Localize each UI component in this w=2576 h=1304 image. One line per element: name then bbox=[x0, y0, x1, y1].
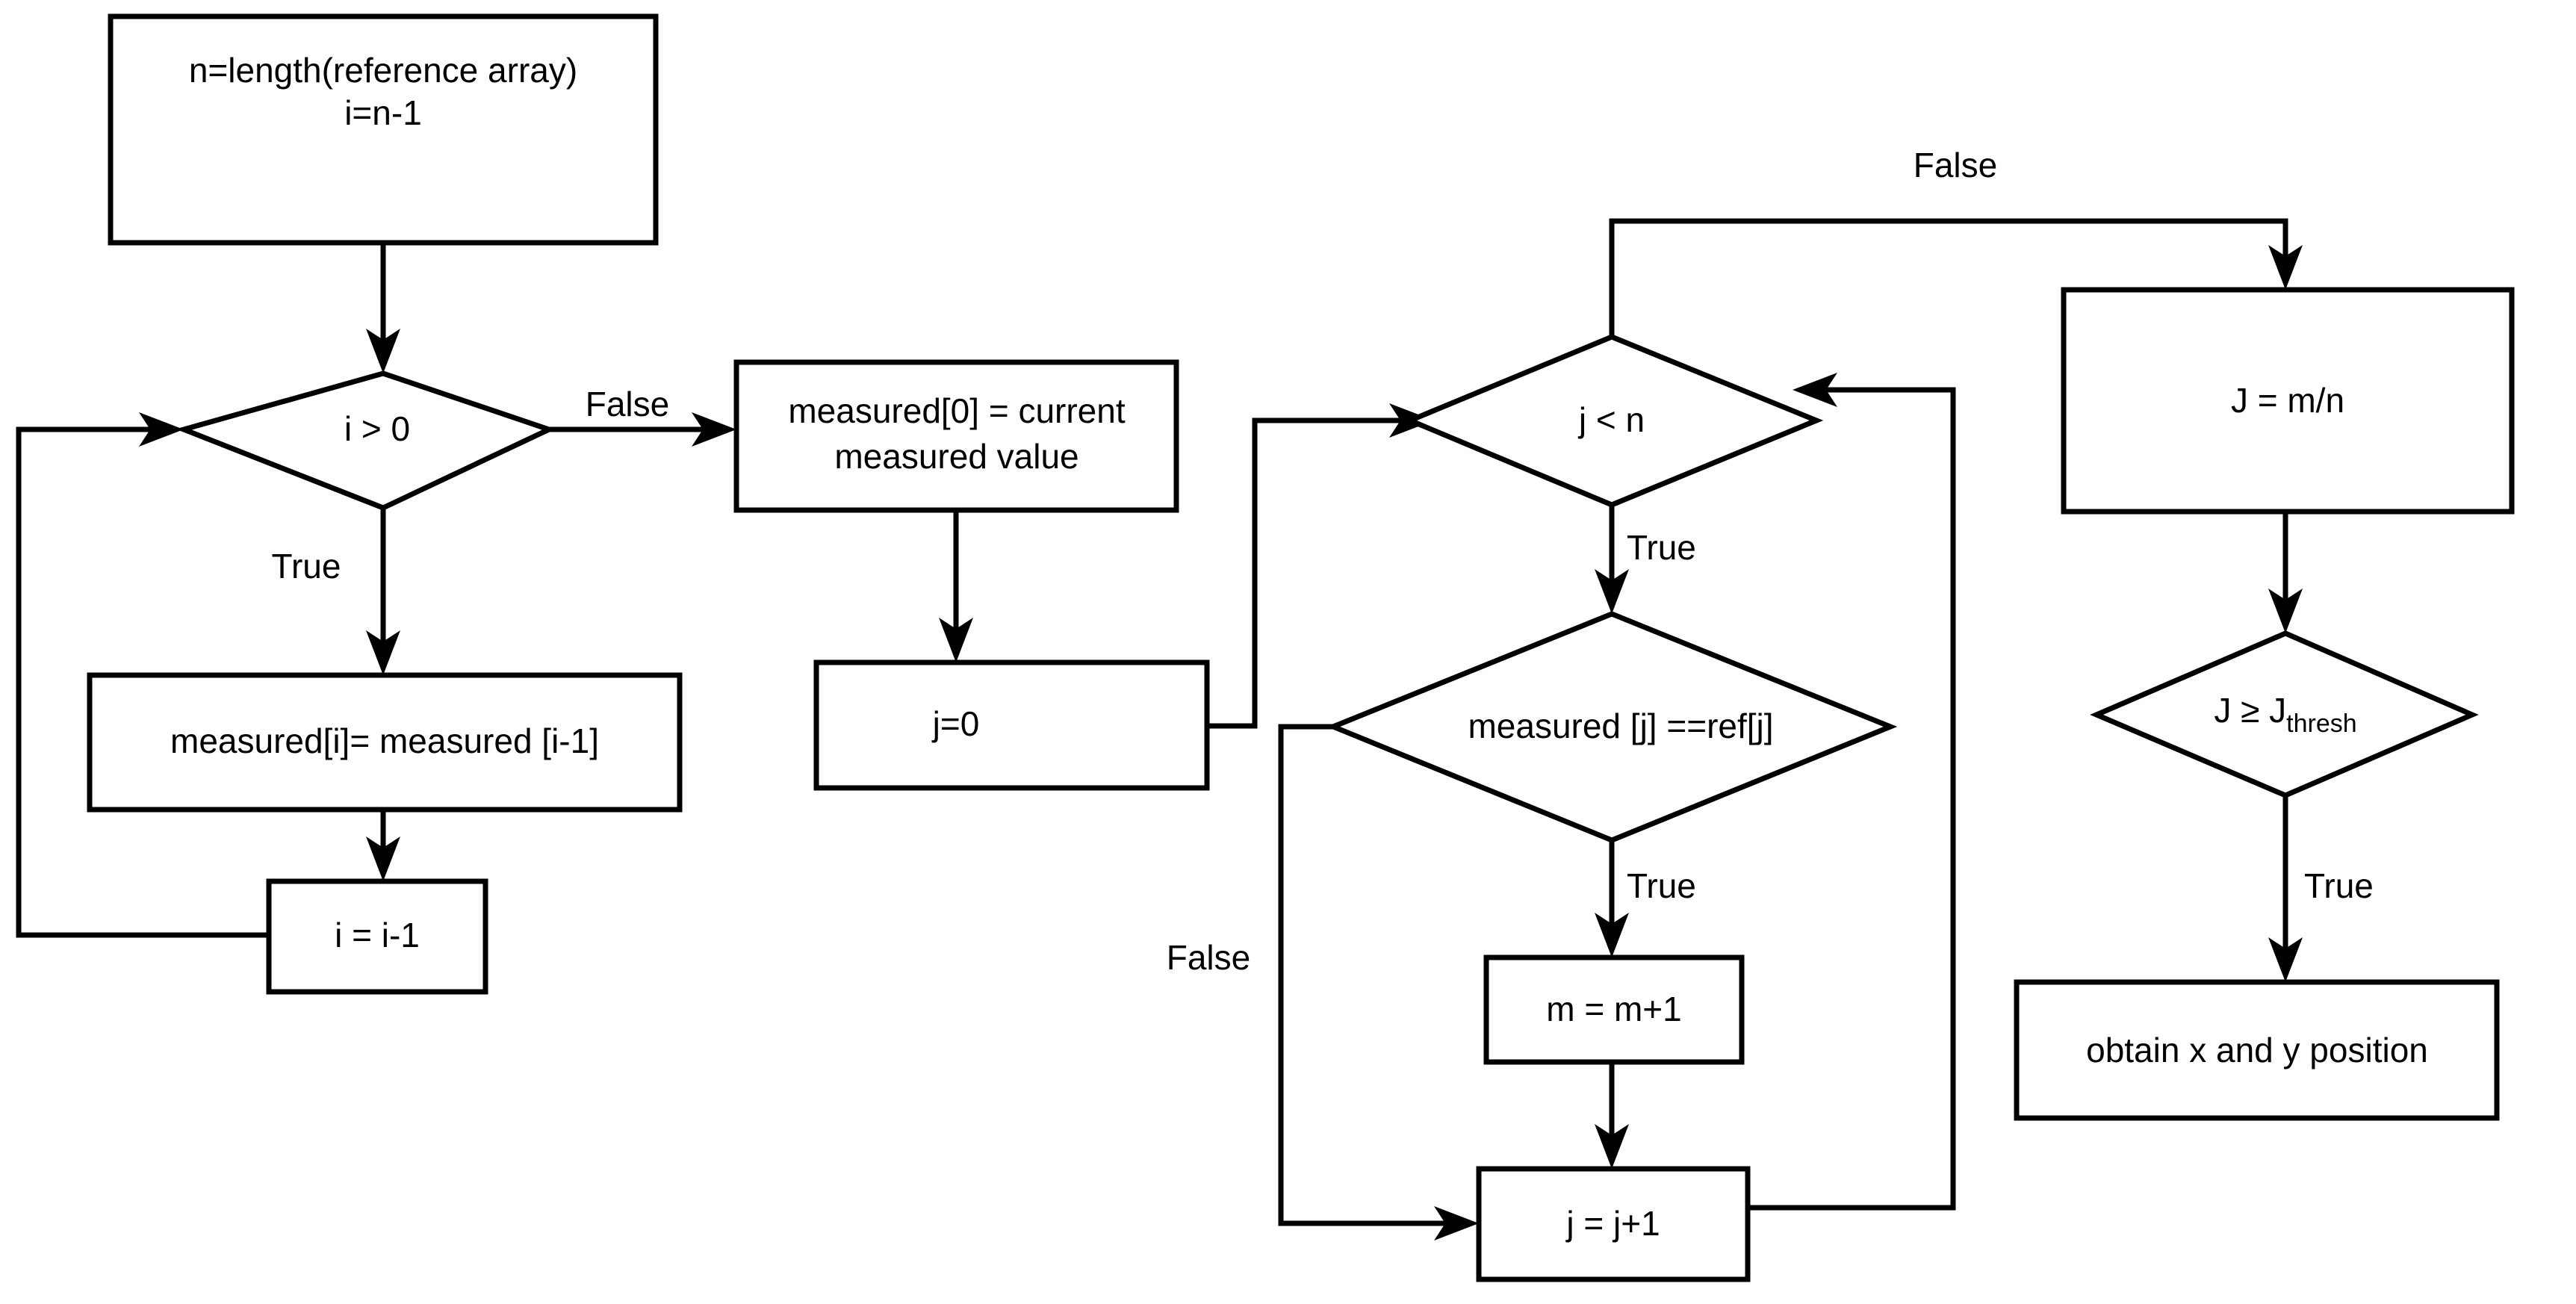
edge-label-j-lt-n-true: True bbox=[1627, 528, 1696, 567]
node-set-measured0[interactable]: measured[0] = current measured value bbox=[733, 359, 1179, 513]
node-decision-compare-label: measured [j] ==ref[j] bbox=[1468, 707, 1773, 745]
edge-i-gt-0-false bbox=[549, 412, 736, 447]
edge-j-lt-n-false bbox=[1609, 218, 2303, 337]
node-init-line2: i=n-1 bbox=[344, 93, 422, 132]
node-shift[interactable]: measured[i]= measured [i-1] bbox=[87, 672, 683, 813]
node-compute-J-label: J = m/n bbox=[2231, 381, 2344, 420]
edge-thresh-true bbox=[2268, 795, 2303, 982]
node-decision-compare[interactable]: measured [j] ==ref[j] bbox=[1326, 611, 1898, 843]
edge-inc-j-loopback bbox=[1748, 373, 1956, 1211]
edge-init-to-i-gt-0 bbox=[366, 243, 400, 373]
edge-label-j-thresh-true: True bbox=[2304, 866, 2374, 905]
edge-shift-to-dec-i bbox=[366, 809, 400, 881]
node-set-measured0-line2: measured value bbox=[834, 437, 1078, 476]
node-decision-i-gt-0-label: i > 0 bbox=[344, 409, 410, 448]
node-inc-j[interactable]: j = j+1 bbox=[1476, 1166, 1751, 1282]
edge-measured0-to-j-zero bbox=[939, 510, 973, 662]
node-init[interactable]: n=length(reference array) i=n-1 bbox=[108, 13, 659, 246]
edge-dec-i-loopback bbox=[16, 412, 269, 938]
node-j-zero[interactable]: j=0 bbox=[813, 659, 1210, 791]
edge-label-i-gt-0-true: True bbox=[272, 547, 341, 586]
edge-label-j-lt-n-false: False bbox=[1914, 146, 1997, 184]
node-shift-label: measured[i]= measured [i-1] bbox=[170, 721, 599, 760]
edge-label-compare-true: True bbox=[1627, 866, 1696, 905]
edge-i-gt-0-true bbox=[366, 508, 400, 675]
node-dec-i-label: i = i-1 bbox=[335, 916, 420, 954]
node-inc-j-label: j = j+1 bbox=[1565, 1204, 1660, 1243]
node-obtain-xy-label: obtain x and y position bbox=[2086, 1031, 2428, 1069]
node-compute-J[interactable]: J = m/n bbox=[2061, 287, 2515, 515]
edge-inc-m-to-inc-j bbox=[1595, 1062, 1629, 1169]
node-inc-m[interactable]: m = m+1 bbox=[1483, 954, 1745, 1065]
node-obtain-xy[interactable]: obtain x and y position bbox=[2014, 979, 2500, 1121]
j-thresh-main: J ≥ J bbox=[2214, 691, 2286, 730]
edge-compare-false bbox=[1278, 724, 1479, 1241]
edge-label-i-gt-0-false: False bbox=[586, 385, 669, 423]
edge-j-zero-to-j-lt-n bbox=[1207, 403, 1434, 729]
node-decision-j-thresh[interactable]: J ≥ Jthresh bbox=[2090, 630, 2479, 798]
node-decision-j-thresh-label: J ≥ Jthresh bbox=[2214, 691, 2356, 738]
node-decision-j-lt-n[interactable]: j < n bbox=[1403, 334, 1824, 508]
node-inc-m-label: m = m+1 bbox=[1546, 990, 1682, 1028]
node-decision-i-gt-0[interactable]: i > 0 bbox=[176, 370, 556, 511]
edge-label-compare-false: False bbox=[1167, 938, 1250, 977]
node-set-measured0-line1: measured[0] = current bbox=[788, 391, 1126, 430]
edge-compute-J-to-thresh bbox=[2268, 512, 2303, 633]
node-init-line1: n=length(reference array) bbox=[189, 51, 577, 90]
edge-compare-true bbox=[1595, 840, 1629, 957]
j-thresh-subscript: thresh bbox=[2286, 710, 2357, 738]
node-decision-j-lt-n-label: j < n bbox=[1577, 400, 1645, 439]
edge-j-lt-n-true bbox=[1595, 505, 1629, 614]
node-dec-i[interactable]: i = i-1 bbox=[266, 878, 488, 995]
node-j-zero-label: j=0 bbox=[931, 704, 980, 743]
